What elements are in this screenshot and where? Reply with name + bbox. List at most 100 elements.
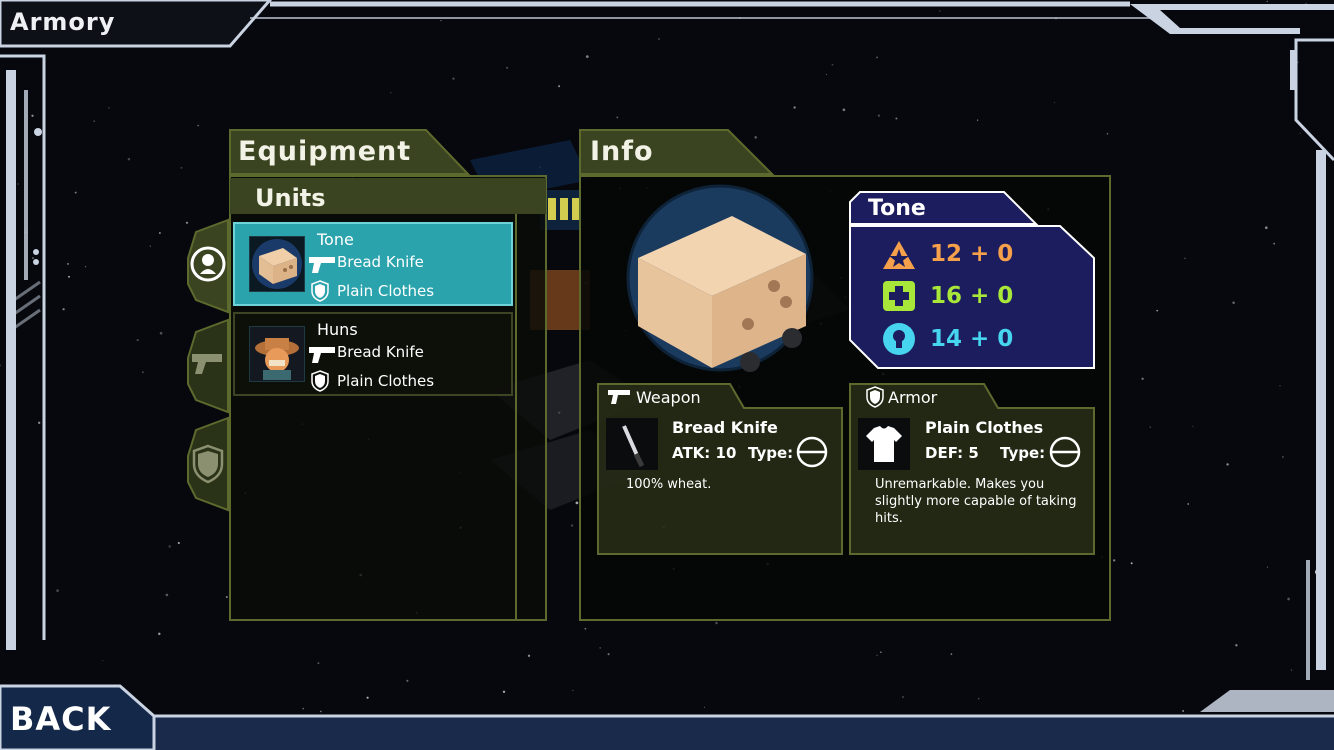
- star: [177, 541, 180, 545]
- units-header: Units: [255, 184, 326, 212]
- tab-armor[interactable]: [192, 444, 224, 484]
- weapon-name: Bread Knife: [672, 418, 778, 437]
- weapon-atk: ATK: 10: [672, 444, 737, 462]
- star: [1192, 425, 1194, 427]
- star: [168, 545, 171, 548]
- star: [38, 421, 41, 424]
- star: [158, 632, 161, 636]
- star: [572, 689, 574, 692]
- star: [825, 74, 828, 76]
- star: [108, 107, 110, 109]
- star: [876, 654, 878, 657]
- star: [1149, 426, 1152, 428]
- shield-icon: [192, 444, 224, 484]
- unit-armor: Plain Clothes: [337, 282, 435, 300]
- weapon-description: 100% wheat.: [626, 477, 712, 492]
- star: [599, 647, 602, 649]
- star: [1273, 242, 1276, 245]
- armor-header: Armor: [888, 388, 938, 407]
- pistol-icon: [192, 354, 222, 374]
- star: [68, 275, 70, 278]
- armor-name: Plain Clothes: [925, 418, 1044, 437]
- star: [506, 66, 509, 69]
- star: [62, 308, 65, 311]
- star: [558, 85, 561, 88]
- pistol-icon: [309, 347, 335, 363]
- star: [1053, 101, 1056, 104]
- pistol-icon: [309, 257, 335, 273]
- info-title: Info: [590, 136, 654, 167]
- star: [67, 263, 69, 265]
- unit-armor: Plain Clothes: [337, 372, 435, 390]
- star: [320, 710, 322, 713]
- attack-icon: [883, 241, 915, 269]
- star: [1265, 226, 1268, 229]
- shield-icon: [311, 280, 329, 302]
- star: [502, 690, 506, 693]
- star: [159, 331, 163, 335]
- star: [1187, 503, 1190, 505]
- star: [1156, 309, 1159, 312]
- star: [390, 92, 392, 94]
- star: [527, 654, 531, 657]
- star: [950, 653, 953, 655]
- star: [1130, 562, 1133, 565]
- star: [31, 114, 34, 117]
- tab-weapons[interactable]: [190, 348, 226, 378]
- star: [877, 114, 881, 117]
- star: [584, 627, 587, 630]
- stat-health: 16 + 0: [930, 283, 1014, 309]
- star: [658, 38, 660, 40]
- star: [585, 55, 589, 58]
- star: [149, 245, 151, 247]
- screen-title: Armory: [10, 8, 116, 36]
- star: [165, 593, 169, 597]
- star: [406, 679, 409, 682]
- back-button[interactable]: BACK: [10, 700, 112, 738]
- star: [831, 63, 834, 66]
- star: [56, 589, 59, 592]
- star: [976, 119, 979, 121]
- star: [74, 191, 77, 194]
- shirt-icon: [858, 418, 910, 470]
- star: [842, 108, 846, 112]
- star: [1184, 257, 1186, 260]
- unit-large-portrait: [626, 184, 814, 372]
- weapon-type-label: Type:: [748, 444, 794, 462]
- star: [225, 595, 228, 599]
- armor-description: Unremarkable. Makes you slightly more ca…: [875, 477, 1077, 526]
- unit-name: Huns: [317, 320, 358, 339]
- star: [197, 124, 199, 127]
- equipment-title: Equipment: [238, 136, 412, 167]
- star: [570, 524, 574, 527]
- star: [84, 265, 87, 268]
- unit-row-tone[interactable]: Tone Bread Knife Plain Clothes: [233, 222, 513, 306]
- unit-row-huns[interactable]: Huns Bread Knife Plain Clothes: [233, 312, 513, 396]
- star: [1141, 377, 1144, 381]
- star: [127, 157, 131, 161]
- star: [1282, 456, 1284, 458]
- star: [1182, 710, 1184, 712]
- idea-icon: [883, 323, 915, 355]
- star: [754, 136, 757, 139]
- star: [366, 696, 369, 699]
- star: [616, 116, 619, 119]
- stats-unit-name: Tone: [868, 196, 926, 221]
- armor-type-label: Type:: [1000, 444, 1046, 462]
- star: [93, 120, 95, 122]
- star: [607, 653, 610, 656]
- star: [102, 660, 104, 662]
- shield-icon: [311, 370, 329, 392]
- star: [17, 183, 19, 185]
- type-neutral-icon: [796, 436, 828, 468]
- star: [1287, 597, 1290, 601]
- health-icon: [883, 281, 915, 311]
- star: [575, 501, 579, 505]
- star: [0, 364, 2, 367]
- star: [180, 166, 183, 169]
- star: [185, 221, 189, 224]
- tab-units[interactable]: [190, 244, 226, 284]
- star: [452, 77, 455, 80]
- unit-icon: [190, 246, 226, 282]
- star: [1299, 132, 1301, 134]
